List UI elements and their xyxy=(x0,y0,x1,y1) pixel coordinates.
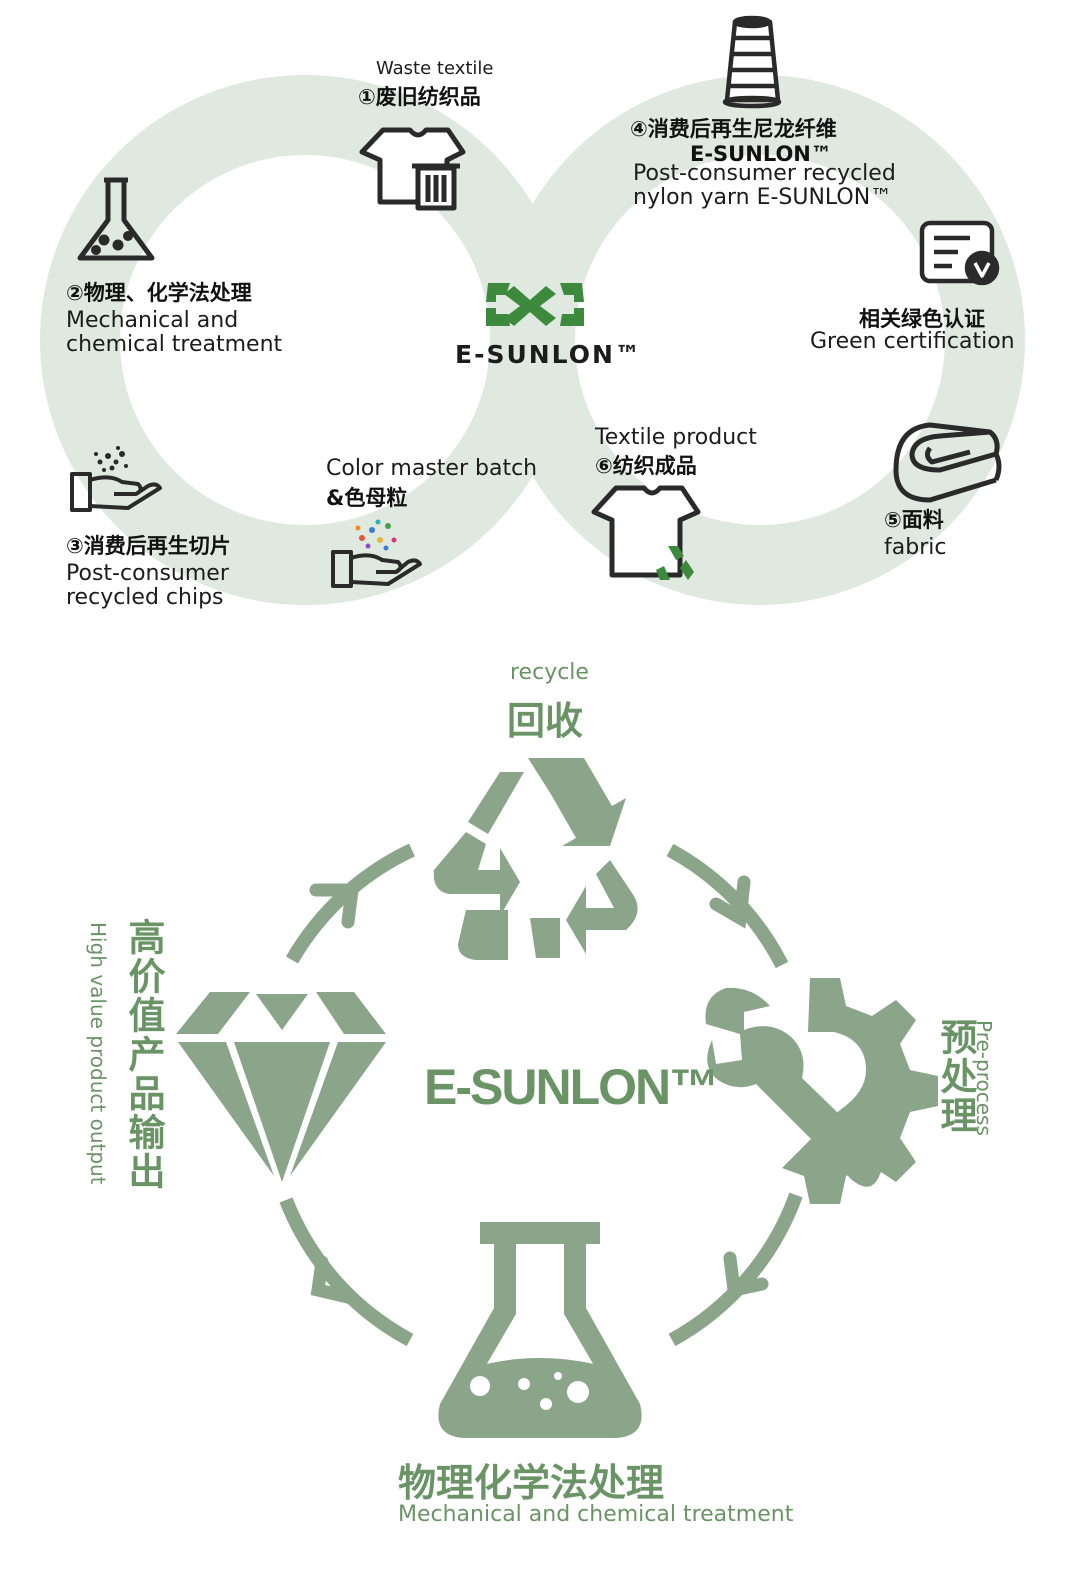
stage-recycle-zh: 回收 xyxy=(507,699,584,743)
stage-preprocess-zh: 预处理 xyxy=(934,1018,977,1135)
stage-output-zh: 高价值产品输出 xyxy=(122,918,165,1191)
hand-chips-icon xyxy=(70,446,162,512)
diamond-icon xyxy=(176,992,386,1182)
tshirt-trash-icon xyxy=(359,127,466,211)
fabric-roll-icon xyxy=(893,422,1002,503)
step3-zh: ③消费后再生切片 xyxy=(66,534,231,558)
infinity-diagram xyxy=(40,15,1025,605)
brand-name-center: E-SUNLON™ xyxy=(424,1059,719,1115)
step5-zh: ⑤面料 xyxy=(884,508,944,532)
colorbatch-en: Color master batch xyxy=(326,456,538,481)
flask-large-icon xyxy=(438,1222,642,1438)
recycle-icon xyxy=(433,758,638,960)
wrench-gear-icon xyxy=(705,978,938,1204)
stage-recycle-en: recycle xyxy=(510,660,589,685)
cert-en: Green certification xyxy=(810,329,1015,354)
tshirt-recycle-icon xyxy=(591,485,701,578)
step4-en-line2: nylon yarn E-SUNLON™ xyxy=(633,185,893,210)
step4-en-line1: Post-consumer recycled xyxy=(633,161,896,186)
hand-colors-icon xyxy=(331,519,422,588)
step1-zh: ①废旧纺织品 xyxy=(358,85,481,109)
stage-output-en: High value product output xyxy=(86,922,110,1185)
colorbatch-zh: &色母粒 xyxy=(326,486,408,510)
infinity-loop xyxy=(40,75,1025,605)
step4-zh-brand: E-SUNLON™ xyxy=(690,142,832,166)
step3-en-line1: Post-consumer xyxy=(66,561,229,586)
yarn-spool-icon xyxy=(722,15,782,109)
step6-en: Textile product xyxy=(595,425,757,450)
stage-treatment-zh: 物理化学法处理 xyxy=(398,1461,665,1505)
step5-en: fabric xyxy=(884,535,947,560)
step6-zh: ⑥纺织成品 xyxy=(595,454,697,478)
step2-en-line1: Mechanical and xyxy=(66,308,239,333)
cert-zh: 相关绿色认证 xyxy=(859,307,985,331)
step3-en-line2: recycled chips xyxy=(66,585,224,610)
stage-preprocess-en: Pre-process xyxy=(972,1020,996,1136)
certificate-icon xyxy=(919,220,1000,286)
esunlon-logo-mark xyxy=(486,283,584,326)
step2-zh: ②物理、化学法处理 xyxy=(66,281,252,305)
stage-treatment-en: Mechanical and chemical treatment xyxy=(398,1502,794,1527)
step1-en: Waste textile xyxy=(376,58,494,79)
recycle-small-icon xyxy=(656,546,694,580)
step2-en-line2: chemical treatment xyxy=(66,332,283,357)
flask-icon xyxy=(77,177,155,261)
brand-name-top: E-SUNLON™ xyxy=(455,340,642,369)
step4-zh: ④消费后再生尼龙纤维 xyxy=(630,117,837,141)
